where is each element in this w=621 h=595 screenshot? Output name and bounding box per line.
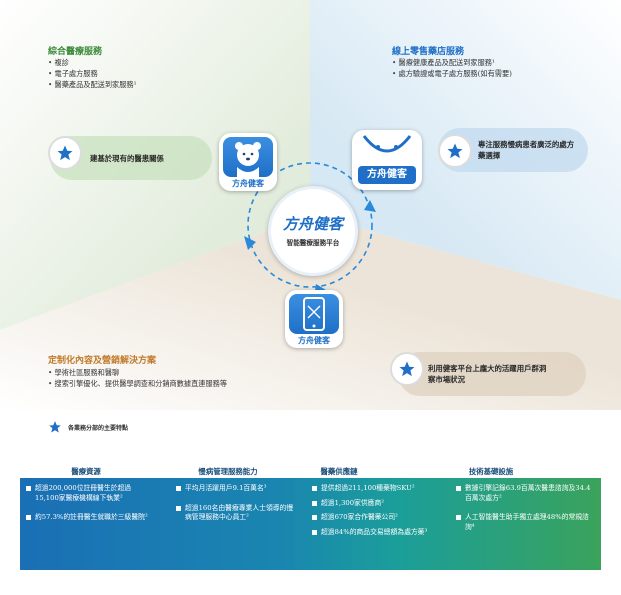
star-icon xyxy=(49,421,61,433)
center-brand: 方舟健客 xyxy=(282,215,343,233)
app-icon-label: 方舟健客 xyxy=(358,166,416,184)
list-item: 複診 xyxy=(48,57,136,68)
bottom-header-1: 醫療資源 xyxy=(71,467,101,476)
list-item: 約57.3%的註冊醫生就職於三級醫院² xyxy=(26,513,154,523)
star-icon xyxy=(399,361,415,377)
list-item: 超過160名由醫療專業人士領導的慢病管理服務中心員工² xyxy=(176,504,294,523)
center-subtitle: 智能醫療服務平台 xyxy=(286,239,340,247)
bottom-panel-1: 超過200,000位註冊醫生於超過15,100家醫療機構線下執業² 約57.3%… xyxy=(20,478,160,570)
list-item: 平均月活躍用戶9.1百萬名³ xyxy=(176,484,294,494)
list-item: 超過84%的商品交易總額為處方藥³ xyxy=(312,528,438,538)
list-item: 電子處方服務 xyxy=(48,68,136,79)
phone-icon xyxy=(303,297,325,331)
top-right-title: 線上零售藥店服務 xyxy=(392,47,465,57)
bottom-header-4: 技術基礎設施 xyxy=(468,467,514,476)
bottom-header-3: 醫藥供應鏈 xyxy=(320,467,358,476)
list-item: 處方驗證或電子處方服務(如有需要) xyxy=(392,68,512,79)
bottom-band xyxy=(20,478,601,570)
list-item: 學術社區服務和醫聊 xyxy=(48,367,227,378)
bottom-header-2: 慢病管理服務能力 xyxy=(198,467,258,476)
list-item: 數據引擎記錄63.9百萬次醫患諮詢及34.4百萬次處方² xyxy=(456,484,594,503)
top-left-list: 複診 電子處方服務 醫藥產品及配送到家服務¹ xyxy=(48,57,137,91)
pharmacy-bag-icon xyxy=(362,135,412,153)
list-item: 搜索引擎優化、提供醫學調查和分銷商數據直連服務等 xyxy=(48,378,228,389)
list-item: 醫療健康產品及配送到家服務¹ xyxy=(392,57,512,68)
bottom-panel-3: 提供超過211,100種藥物SKU² 超過1,300家供應商² 超過670家合作… xyxy=(306,478,444,570)
list-item: 提供超過211,100種藥物SKU² xyxy=(312,484,438,494)
app-icon-pharmacy: 方舟健客 xyxy=(352,130,422,190)
bottom-left-list: 學術社區服務和醫聊 搜索引擎優化、提供醫學調查和分銷商數據直連服務等 xyxy=(48,367,228,389)
list-item: 超過1,300家供應商² xyxy=(312,499,438,509)
legend: 各業務分部的主要特點 xyxy=(48,420,128,434)
pill-right-text: 專注服務慢病患者廣泛的處方藥選擇 xyxy=(478,140,575,160)
bottom-panel-2: 平均月活躍用戶9.1百萬名³ 超過160名由醫療專業人士領導的慢病管理服務中心員… xyxy=(170,478,300,570)
pill-right-star xyxy=(438,134,472,168)
star-icon xyxy=(57,145,73,161)
pill-left-star xyxy=(48,136,82,170)
app-icon-label: 方舟健客 xyxy=(298,336,330,345)
app-icon-label: 方舟健客 xyxy=(232,179,264,188)
feature-pill-bottom-right: 利用健客平台上龐大的活躍用戶群洞察市場狀況 xyxy=(398,352,586,396)
pill-bottom-right-text: 利用健客平台上龐大的活躍用戶群洞察市場狀況 xyxy=(428,364,547,384)
pill-bottom-right-star xyxy=(390,352,424,386)
app-icon-phone: 方舟健客 xyxy=(285,290,343,348)
list-item: 醫藥產品及配送到家服務¹ xyxy=(48,79,137,90)
legend-text: 各業務分部的主要特點 xyxy=(68,424,129,432)
center-circle: 方舟健客 智能醫療服務平台 xyxy=(268,186,358,276)
list-item: 人工智能醫生助手獨立處理48%的常規諮詢⁴ xyxy=(456,513,594,532)
top-left-title: 綜合醫療服務 xyxy=(48,47,103,57)
top-right-list: 醫療健康產品及配送到家服務¹ 處方驗證或電子處方服務(如有需要) xyxy=(392,57,512,79)
bottom-panel-4: 數據引擎記錄63.9百萬次醫患諮詢及34.4百萬次處方² 人工智能醫生助手獨立處… xyxy=(450,478,600,570)
star-icon xyxy=(447,143,463,159)
bottom-left-title: 定制化內容及營銷解決方案 xyxy=(48,356,157,366)
doctor-bear-icon xyxy=(235,142,261,177)
pill-left-text: 建基於現有的醫患關係 xyxy=(90,153,164,163)
app-icon-doctor: 方舟健客 xyxy=(219,133,277,191)
list-item: 超過200,000位註冊醫生於超過15,100家醫療機構線下執業² xyxy=(26,484,154,503)
list-item: 超過670家合作醫藥公司² xyxy=(312,513,438,523)
